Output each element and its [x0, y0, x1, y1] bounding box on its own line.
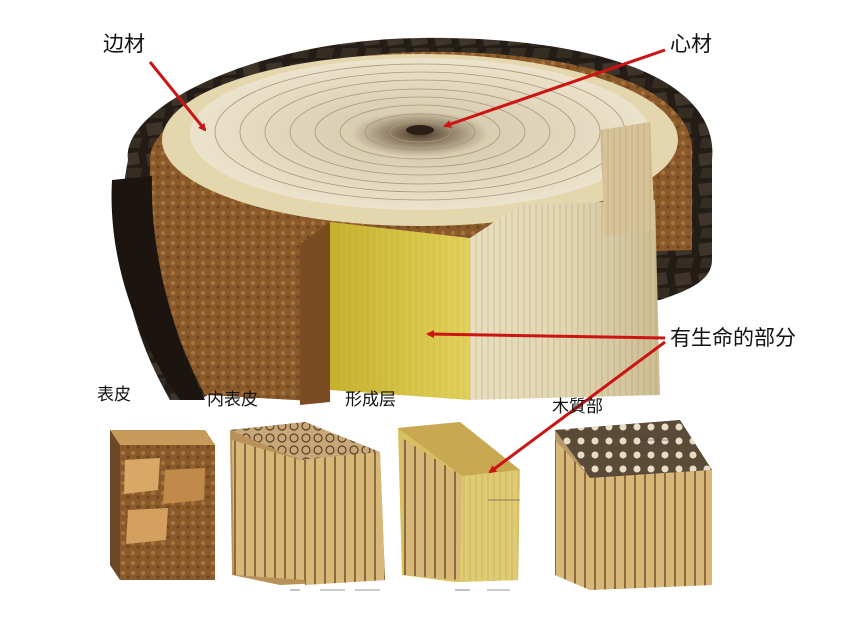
bark-front — [111, 176, 205, 400]
xylem-label: 木質部 — [552, 397, 603, 417]
pointer-arrows — [148, 48, 666, 474]
inner-bark-block — [230, 422, 385, 585]
micro-structure-blocks — [110, 420, 712, 591]
inner-bark-side — [300, 222, 330, 405]
sapwood-arrow — [148, 61, 207, 132]
micro-annotation-marks — [290, 439, 675, 591]
cambium-block — [398, 422, 520, 582]
cambium-label: 形成层 — [345, 390, 396, 410]
log-illustration — [111, 37, 713, 405]
bark-label: 表皮 — [97, 385, 131, 405]
sapwood-label: 边材 — [103, 32, 145, 56]
heartwood-label: 心材 — [670, 32, 712, 56]
heartwood-arrow — [443, 48, 666, 128]
bark-block — [110, 430, 215, 580]
inner-bark-label: 内表皮 — [207, 390, 258, 410]
growth-rings — [214, 63, 626, 201]
xylem-arrow — [488, 340, 666, 474]
pith — [406, 125, 434, 135]
living-part-label: 有生命的部分 — [670, 326, 796, 350]
living-part-arrow — [426, 330, 666, 340]
xylem-block — [555, 420, 712, 590]
